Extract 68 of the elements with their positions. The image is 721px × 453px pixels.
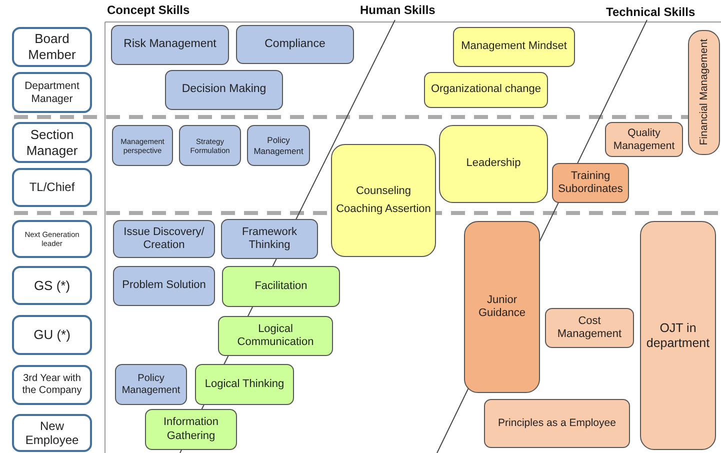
skill-label: Training Subordinates — [557, 170, 624, 196]
skill-label: Principles as a Employee — [498, 417, 616, 430]
level-box — [12, 168, 92, 207]
skill-label: Decision Making — [182, 83, 266, 97]
level-label: Board Member — [27, 31, 77, 63]
skill-label: Cost Management — [556, 314, 623, 342]
level-label: Section Manager — [25, 126, 79, 158]
column-heading: Concept Skills — [107, 3, 190, 17]
column-heading: Human Skills — [360, 3, 436, 17]
skill-box — [165, 70, 283, 110]
skill-label: Counseling Coaching Assertion — [335, 184, 432, 216]
skill-box — [552, 163, 629, 203]
column-heading: Technical Skills — [606, 5, 696, 19]
skill-box — [115, 364, 187, 405]
skill-box — [688, 30, 720, 155]
skill-box — [464, 221, 540, 393]
skill-box — [640, 221, 716, 450]
skill-label: Policy Management — [120, 372, 182, 396]
level-box — [12, 220, 92, 258]
skill-box — [424, 72, 548, 108]
skill-label: Issue Discovery/ Creation — [122, 226, 206, 252]
skill-box — [439, 125, 548, 203]
skill-label: Leadership — [466, 157, 521, 171]
skill-box — [331, 144, 436, 257]
skill-box — [113, 220, 215, 258]
skill-box — [453, 27, 575, 67]
skill-box — [247, 125, 310, 166]
skill-box — [545, 308, 634, 348]
skill-box — [221, 219, 318, 259]
level-box — [12, 27, 92, 67]
skill-label: Financial Management — [698, 39, 710, 146]
skill-box — [195, 364, 294, 405]
level-label: Department Manager — [24, 80, 80, 106]
skill-box — [222, 266, 340, 307]
skill-box — [218, 316, 333, 356]
level-label: GU (*) — [34, 327, 70, 343]
level-label: New Employee — [24, 418, 80, 448]
skill-label: Facilitation — [254, 280, 308, 294]
skill-box — [484, 399, 630, 448]
level-label: TL/Chief — [29, 180, 75, 195]
level-label: GS (*) — [34, 278, 70, 294]
skill-box — [111, 25, 229, 65]
skill-label: Risk Management — [124, 38, 216, 52]
skill-label: Management Mindset — [461, 40, 567, 54]
skill-label: Policy Management — [252, 135, 304, 156]
skill-box — [236, 25, 354, 64]
level-box — [12, 315, 92, 355]
level-box — [12, 266, 92, 305]
skill-label: OJT in department — [645, 320, 711, 350]
skill-label: Junior Guidance — [477, 294, 527, 320]
skill-label: Framework Thinking — [240, 226, 298, 252]
level-box — [12, 122, 92, 163]
skill-label: Logical Communication — [236, 322, 315, 350]
skill-label: Organizational change — [430, 83, 542, 97]
skill-label: Logical Thinking — [204, 378, 284, 392]
level-box — [12, 365, 92, 405]
level-box — [12, 72, 92, 113]
skill-label: Compliance — [264, 38, 326, 52]
skill-label: Information Gathering — [162, 416, 220, 443]
skill-box — [113, 266, 215, 306]
skill-box — [145, 409, 237, 450]
level-box — [12, 414, 92, 452]
skill-box — [112, 125, 173, 166]
skill-box — [179, 125, 241, 166]
skill-label: Problem Solution — [122, 279, 206, 293]
skill-box — [605, 122, 683, 157]
skill-label: Quality Management — [612, 126, 676, 152]
level-label: 3rd Year with the Company — [21, 373, 83, 397]
